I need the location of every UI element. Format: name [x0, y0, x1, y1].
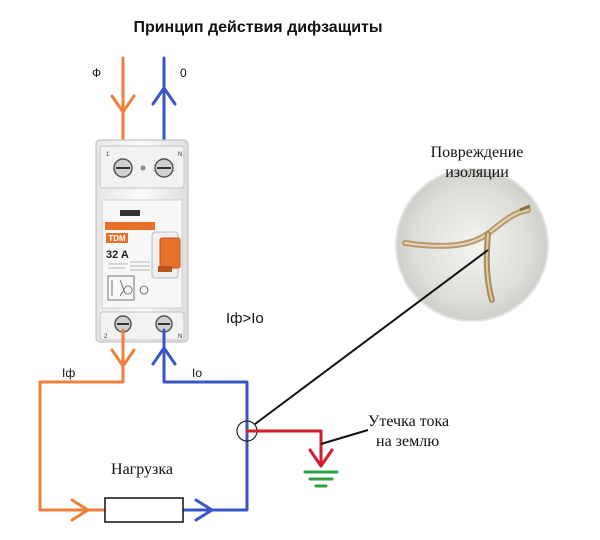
leak-callout-line	[320, 429, 369, 445]
rating-text: 32 A	[106, 249, 129, 261]
neutral-input-wire	[151, 56, 177, 152]
leak-label-line2: на землю	[376, 433, 439, 450]
phase-input-label: Ф	[92, 66, 101, 80]
terminal-label-n-top: N	[178, 152, 182, 158]
current-condition-label: Iф>Io	[226, 310, 264, 327]
leakage-wire	[245, 429, 334, 468]
diagram-title: Принцип действия дифзащиты	[133, 19, 382, 36]
load-resistor	[104, 497, 184, 523]
brand-text: TDM	[108, 234, 126, 243]
terminal-label-n-bottom: N	[178, 334, 182, 340]
insulation-damage-photo: Повреждение изоляции	[395, 144, 549, 322]
neutral-current-label: Io	[192, 366, 202, 380]
neutral-circuit-wire	[151, 328, 249, 522]
ground-icon	[303, 470, 339, 488]
terminal-label-2: 2	[104, 334, 108, 340]
phase-circuit-wire	[38, 328, 136, 522]
rcd-device: 1 N TDM 32 A 2 N	[95, 139, 189, 343]
test-button	[139, 285, 149, 295]
neutral-input-label: 0	[180, 66, 187, 80]
insulation-damage-label-line2: изоляции	[445, 164, 509, 181]
leak-label-line1: Утечка тока	[368, 413, 449, 430]
phase-input-wire	[110, 56, 136, 152]
damage-callout-line	[254, 249, 489, 425]
brand-badge	[106, 233, 128, 243]
phase-current-label: Iф	[62, 366, 75, 380]
toggle-lever	[159, 237, 181, 269]
terminal-label-1: 1	[106, 152, 110, 158]
load-label: Нагрузка	[111, 461, 173, 478]
insulation-damage-label-line1: Повреждение	[431, 144, 524, 161]
